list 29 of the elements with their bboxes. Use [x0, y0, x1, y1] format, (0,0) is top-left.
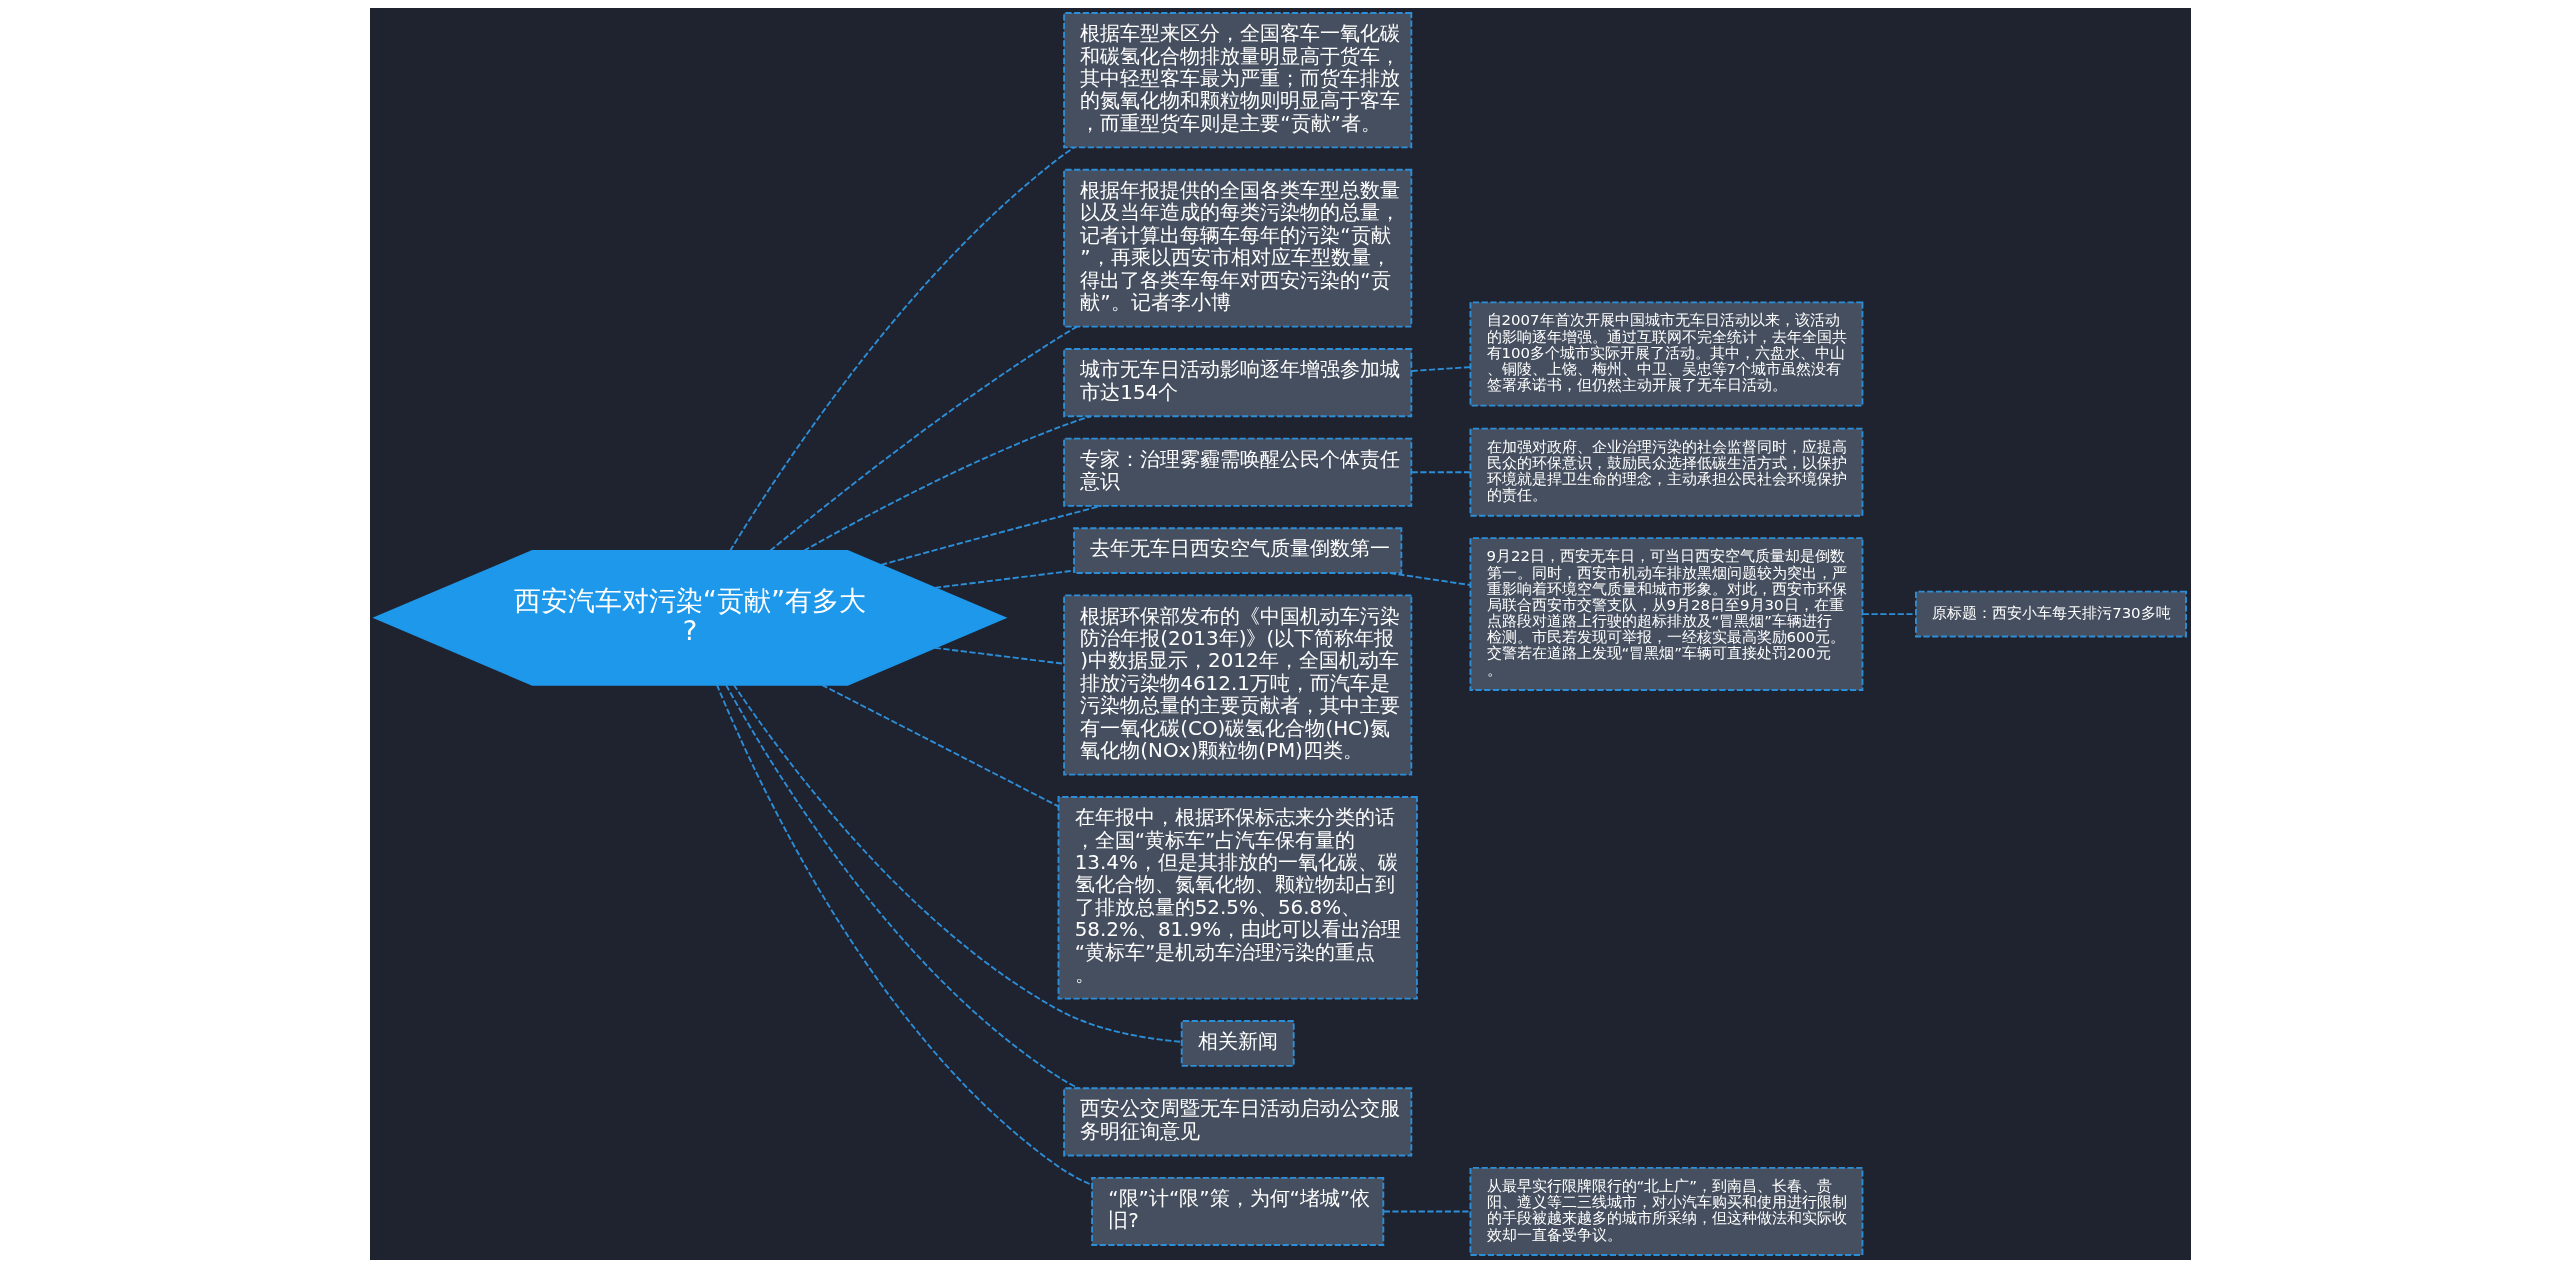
connector — [1388, 572, 1471, 586]
node-box: “限”计“限”策，为何“堵城”依旧? — [1090, 1176, 1384, 1246]
node-box: 去年无车日西安空气质量倒数第一 — [1072, 527, 1402, 574]
node-box: 从最早实行限牌限行的“北上广”，到南昌、长春、贵阳、遵义等二三线城市，对小汽车购买和使用进行限制的手段被越来越多的城市所采纳，但这种做法和实际收效却一直备受争议。 — [1469, 1166, 1863, 1256]
node-box: 在加强对政府、企业治理污染的社会监督同时，应提高民众的环保意识，鼓励民众选择低碳生活方式，以保护环境就是捍卫生命的理念，主动承担公民社会环境保护的责任。 — [1469, 427, 1863, 517]
connector — [1410, 471, 1471, 474]
connector — [728, 146, 1075, 552]
connector — [1410, 366, 1471, 372]
connector — [820, 683, 1059, 808]
connector — [933, 569, 1075, 589]
node-box: 原标题：西安小车每天排污730多吨 — [1914, 590, 2187, 638]
node-box: 根据环保部发布的《中国机动车污染防治年报(2013年)》(以下简称年报)中数据显示，2012年，全国机动车排放污染物4612.1万吨，而汽车是污染物总量的主要贡献者，其中主要有一氧化碳(CO)碳氢化合物(HC)氮氧化物(NOx)颗粒物(PM)四类。 — [1062, 594, 1412, 776]
node-box: 根据车型来区分，全国客车一氧化碳和碳氢化合物排放量明显高于货车，其中轻型客车最为严重；而货车排放的氮氧化物和颗粒物则明显高于客车，而重型货车则是主要“贡献”者。 — [1062, 12, 1412, 149]
node-box: 专家：治理雾霾需唤醒公民个体责任意识 — [1062, 437, 1412, 507]
node-box: 9月22日，西安无车日，可当日西安空气质量却是倒数第一。同时，西安市机动车排放黑烟问题较为突出，严重影响着环境空气质量和城市形象。对此，西安市环保局联合西安市交警支队，从9月28日至9月30日，在重点路段对道路上行驶的超标排放及“冒黑烟”车辆进行检测。市民若发现可举报，一经核实最高奖励600元。交警若在道路上发现“冒黑烟”车辆可直接处罚200元。 — [1469, 537, 1863, 691]
node-box: 自2007年首次开展中国城市无车日活动以来，该活动的影响逐年增强。通过互联网不完全统计，去年全国共有100多个城市实际开展了活动。其中，六盘水、中山、铜陵、上饶、梅州、中卫、吴忠等7个城市虽然没有签署承诺书，但仍然主动开展了无车日活动。 — [1469, 301, 1863, 407]
connector — [1382, 1210, 1471, 1213]
connector — [724, 684, 1079, 1090]
connector — [802, 415, 1092, 552]
connector — [732, 683, 1182, 1043]
connector — [1861, 613, 1917, 616]
connector — [933, 646, 1065, 665]
connector — [715, 683, 1093, 1186]
node-box: 西安公交周暨无车日活动启动公交服务明征询意见 — [1062, 1087, 1412, 1157]
node-box: 在年报中，根据环保标志来分类的话，全国“黄标车”占汽车保有量的13.4%，但是其排放的一氧化碳、碳氢化合物、氮氧化物、颗粒物却占到了排放总量的52.5%、56.8%、58.2%、81.9%，由此可以看出治理“黄标车”是机动车治理污染的重点。 — [1057, 796, 1418, 1000]
connector — [768, 325, 1078, 552]
node-box: 相关新闻 — [1180, 1020, 1295, 1067]
node-box: 根据年报提供的全国各类车型总数量以及当年造成的每类污染物的总量，记者计算出每辆车每年的污染“贡献”，再乘以西安市相对应车型数量，得出了各类车每年对西安污染的“贡献”。记者李小博 — [1062, 168, 1412, 328]
node-box: 城市无车日活动影响逐年增强参加城市达154个 — [1062, 348, 1412, 418]
